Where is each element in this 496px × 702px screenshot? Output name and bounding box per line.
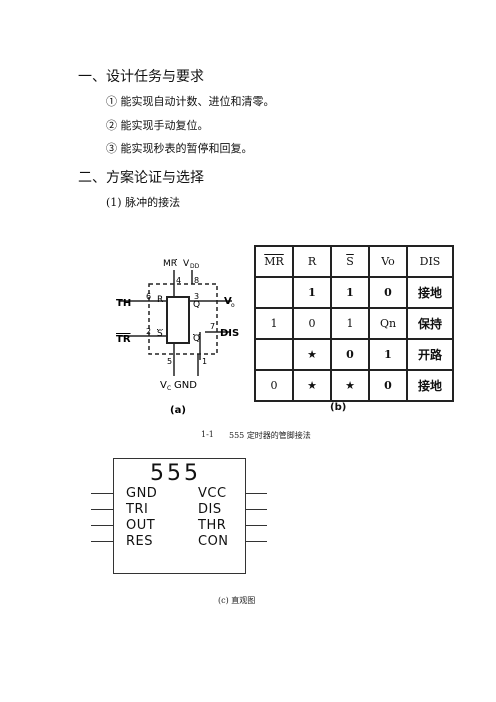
inner-r: R xyxy=(157,295,163,305)
cell: 0 xyxy=(330,338,370,371)
cell xyxy=(254,338,294,371)
pin-7: 7 xyxy=(210,322,215,331)
pin-lead xyxy=(91,525,113,526)
pin-8: 8 xyxy=(194,276,199,285)
chip-pin-con: CON xyxy=(198,534,229,549)
table-row: 1 0 1 Qn 保持 xyxy=(254,307,454,340)
inner-s: S xyxy=(157,329,163,339)
cell: Qn xyxy=(368,307,408,340)
signal-th: TH xyxy=(116,298,131,309)
truth-table: MR R S Vo DIS 1 1 0 接地 1 0 1 Qn 保持 ★ 0 1… xyxy=(254,245,454,402)
requirement-3: ③ 能实现秒表的暂停和回复。 xyxy=(106,142,253,155)
pin-lead xyxy=(245,541,267,542)
figure-a-label: (a) xyxy=(170,405,186,416)
requirement-2: ② 能实现手动复位。 xyxy=(106,119,209,132)
cell: 保持 xyxy=(406,307,454,340)
chip-pin-tri: TRI xyxy=(126,502,149,517)
label-vc-sub: C xyxy=(167,385,171,392)
section-1-title: 设计任务与要求 xyxy=(106,69,204,85)
label-gnd: GND xyxy=(174,380,197,391)
cell: 0 xyxy=(254,369,294,402)
header-mr: MR xyxy=(254,245,294,278)
pin-2: 2 xyxy=(146,327,151,336)
pin-lead xyxy=(91,493,113,494)
pin-lead xyxy=(91,541,113,542)
table-row: ★ 0 1 开路 xyxy=(254,338,454,371)
pin-lead xyxy=(245,493,267,494)
cell: ★ xyxy=(330,369,370,402)
pin-4: 4 xyxy=(176,276,181,285)
chip-pin-thr: THR xyxy=(198,518,227,533)
cell: 1 xyxy=(330,276,370,309)
header-s: S xyxy=(330,245,370,278)
cell: ★ xyxy=(292,338,332,371)
pin-6: 6 xyxy=(146,292,151,301)
signal-v: V xyxy=(224,296,232,307)
cell: 接地 xyxy=(406,369,454,402)
signal-tr: TR xyxy=(116,334,131,345)
section-2-title: 方案论证与选择 xyxy=(106,170,204,186)
cell: 0 xyxy=(368,276,408,309)
cell: 1 xyxy=(330,307,370,340)
cell: 0 xyxy=(368,369,408,402)
section-2-number: 二、 xyxy=(78,170,106,186)
inner-q: Q xyxy=(193,300,200,310)
dashed-boundary xyxy=(148,283,218,355)
chip-pin-dis: DIS xyxy=(198,502,222,517)
cell: 1 xyxy=(292,276,332,309)
chip-pin-res: RES xyxy=(126,534,153,549)
pin-lead xyxy=(245,509,267,510)
table-row: 1 1 0 接地 xyxy=(254,276,454,309)
requirement-1: ① 能实现自动计数、进位和清零。 xyxy=(106,95,275,108)
chip-pin-out: OUT xyxy=(126,518,156,533)
section-1-number: 一、 xyxy=(78,69,106,85)
pin-lead xyxy=(91,509,113,510)
cell: 0 xyxy=(292,307,332,340)
table-row: 0 ★ ★ 0 接地 xyxy=(254,369,454,402)
inner-q-bar: Q xyxy=(193,334,200,344)
cell: 接地 xyxy=(406,276,454,309)
label-mr: MR xyxy=(163,259,177,269)
flip-flop-block xyxy=(166,296,190,344)
figure-caption-number: 1-1 xyxy=(201,430,214,439)
label-v: V xyxy=(183,259,190,269)
table-header-row: MR R S Vo DIS xyxy=(254,245,454,278)
cell: 1 xyxy=(254,307,294,340)
figure-caption-text: 555 定时器的管脚接法 xyxy=(229,431,311,440)
header-vo: Vo xyxy=(368,245,408,278)
figure-a-pin-diagram: MR V DD 4 8 6 2 3 7 5 1 R S Q Q TH TR V … xyxy=(116,259,239,416)
chip-pin-vcc: VCC xyxy=(198,486,227,501)
pin-lead xyxy=(245,525,267,526)
chip-pin-gnd: GND xyxy=(126,486,158,501)
signal-v-sub: o xyxy=(231,302,235,309)
cell: 开路 xyxy=(406,338,454,371)
cell xyxy=(254,276,294,309)
label-vc: V xyxy=(160,380,167,391)
chip-title: 555 xyxy=(150,461,201,486)
pin-5: 5 xyxy=(167,357,172,366)
label-dd: DD xyxy=(190,263,200,270)
pin-3: 3 xyxy=(194,292,199,301)
subsection-title: (1) 脉冲的接法 xyxy=(106,196,181,209)
cell: 1 xyxy=(368,338,408,371)
header-dis: DIS xyxy=(406,245,454,278)
chip-body: 555 GND TRI OUT RES VCC DIS THR CON xyxy=(113,458,246,574)
cell: ★ xyxy=(292,369,332,402)
pin-1: 1 xyxy=(202,357,207,366)
figure-b-label: (b) xyxy=(330,402,347,413)
signal-dis: DIS xyxy=(220,328,239,339)
chip-caption: (c) 直观图 xyxy=(218,596,256,605)
header-r: R xyxy=(292,245,332,278)
